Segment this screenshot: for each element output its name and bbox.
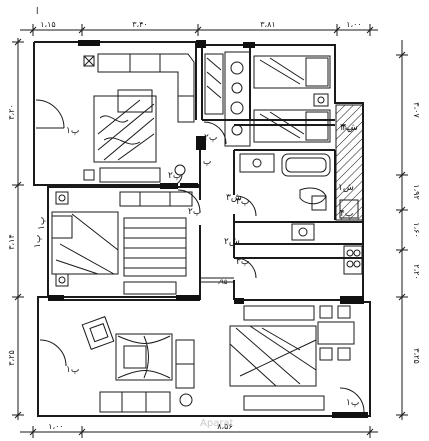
window-label-4: ش۴ xyxy=(342,123,358,133)
dim-right-4: ۲،۲۰ xyxy=(412,264,421,279)
window-label-2: ش۲ xyxy=(224,237,240,247)
dim-right-5: ۳،۲۵ xyxy=(412,348,421,363)
door-label-living: پ۱ xyxy=(66,365,79,375)
dim-top-2: ۳،۴۰ xyxy=(132,20,147,29)
door-label-bedroom-2: پ۲ xyxy=(188,207,201,217)
dim-top-1: ۱،۱۵ xyxy=(40,20,55,29)
dim-top-4: ۱،۰۰ xyxy=(346,20,361,29)
door-width-text: ۰،۹۵ xyxy=(214,278,228,286)
dimension-lines xyxy=(12,24,408,438)
bedroom-1 xyxy=(35,53,195,183)
window-labels: ش۱ ش۲ ش۳ ش۴ xyxy=(224,123,358,247)
hallway xyxy=(169,173,234,279)
dim-right-2: ۱،۹۲ xyxy=(412,184,421,199)
corner-mark: ا xyxy=(36,7,39,17)
dim-right-1: ۳،۰۷ xyxy=(412,102,421,118)
dining-area xyxy=(229,305,365,413)
dim-left-2: ۳،۱۴ xyxy=(7,234,16,249)
door-label-bath: پ۳ xyxy=(236,197,249,207)
door-label-room-2-left: پ۱ xyxy=(33,235,43,248)
dim-bottom-1: ۱،۰۰ xyxy=(48,422,63,431)
dimension-texts: ۱،۱۵ ۳،۴۰ ۳،۸۱ ۱،۰۰ ۱،۰۰ ۸،۵۶ ۳،۲۰ ۳،۱۴ … xyxy=(7,20,421,431)
dim-top-3: ۳،۸۱ xyxy=(260,20,275,29)
dim-left-1: ۳،۲۰ xyxy=(7,104,16,119)
door-label-bedroom-3: پ۲ xyxy=(204,133,217,143)
wall-blocks xyxy=(48,40,368,418)
door-label-entrance: پ۱ xyxy=(346,398,359,408)
door-label-hall-1: پ۲ xyxy=(168,171,181,181)
door-label-kitchen: پ۳ xyxy=(236,257,249,267)
door-label-room-2-right: پ۱ xyxy=(37,217,47,230)
door-label-laundry: پ۴ xyxy=(340,209,353,219)
door-label-wc: پ۴ xyxy=(340,123,353,133)
bedroom-3 xyxy=(203,51,331,147)
dim-left-3: ۳،۲۵ xyxy=(7,350,16,365)
window-label-3: ش۳ xyxy=(226,193,242,203)
bedroom-2 xyxy=(51,189,201,295)
door-label-extra: پ۱ xyxy=(198,157,211,167)
door-label-bedroom-1: پ۱ xyxy=(66,126,79,136)
dim-bottom-2: ۸،۵۶ xyxy=(217,422,232,431)
door-width-annotation: ۰،۹۵ xyxy=(200,278,234,286)
door-labels: پ۱ پ۲ پ۲ پ۲ پ۳ پ۳ پ۴ پ۴ پ۱ پ۱ پ۱ پ۱ پ۱ xyxy=(33,123,359,408)
dim-right-3: ۱،۶۰ xyxy=(412,222,421,237)
living-room xyxy=(39,316,195,413)
watermark-text: Aparat xyxy=(200,418,234,429)
window-label-1: ش۱ xyxy=(338,183,354,193)
bathroom xyxy=(235,153,363,279)
